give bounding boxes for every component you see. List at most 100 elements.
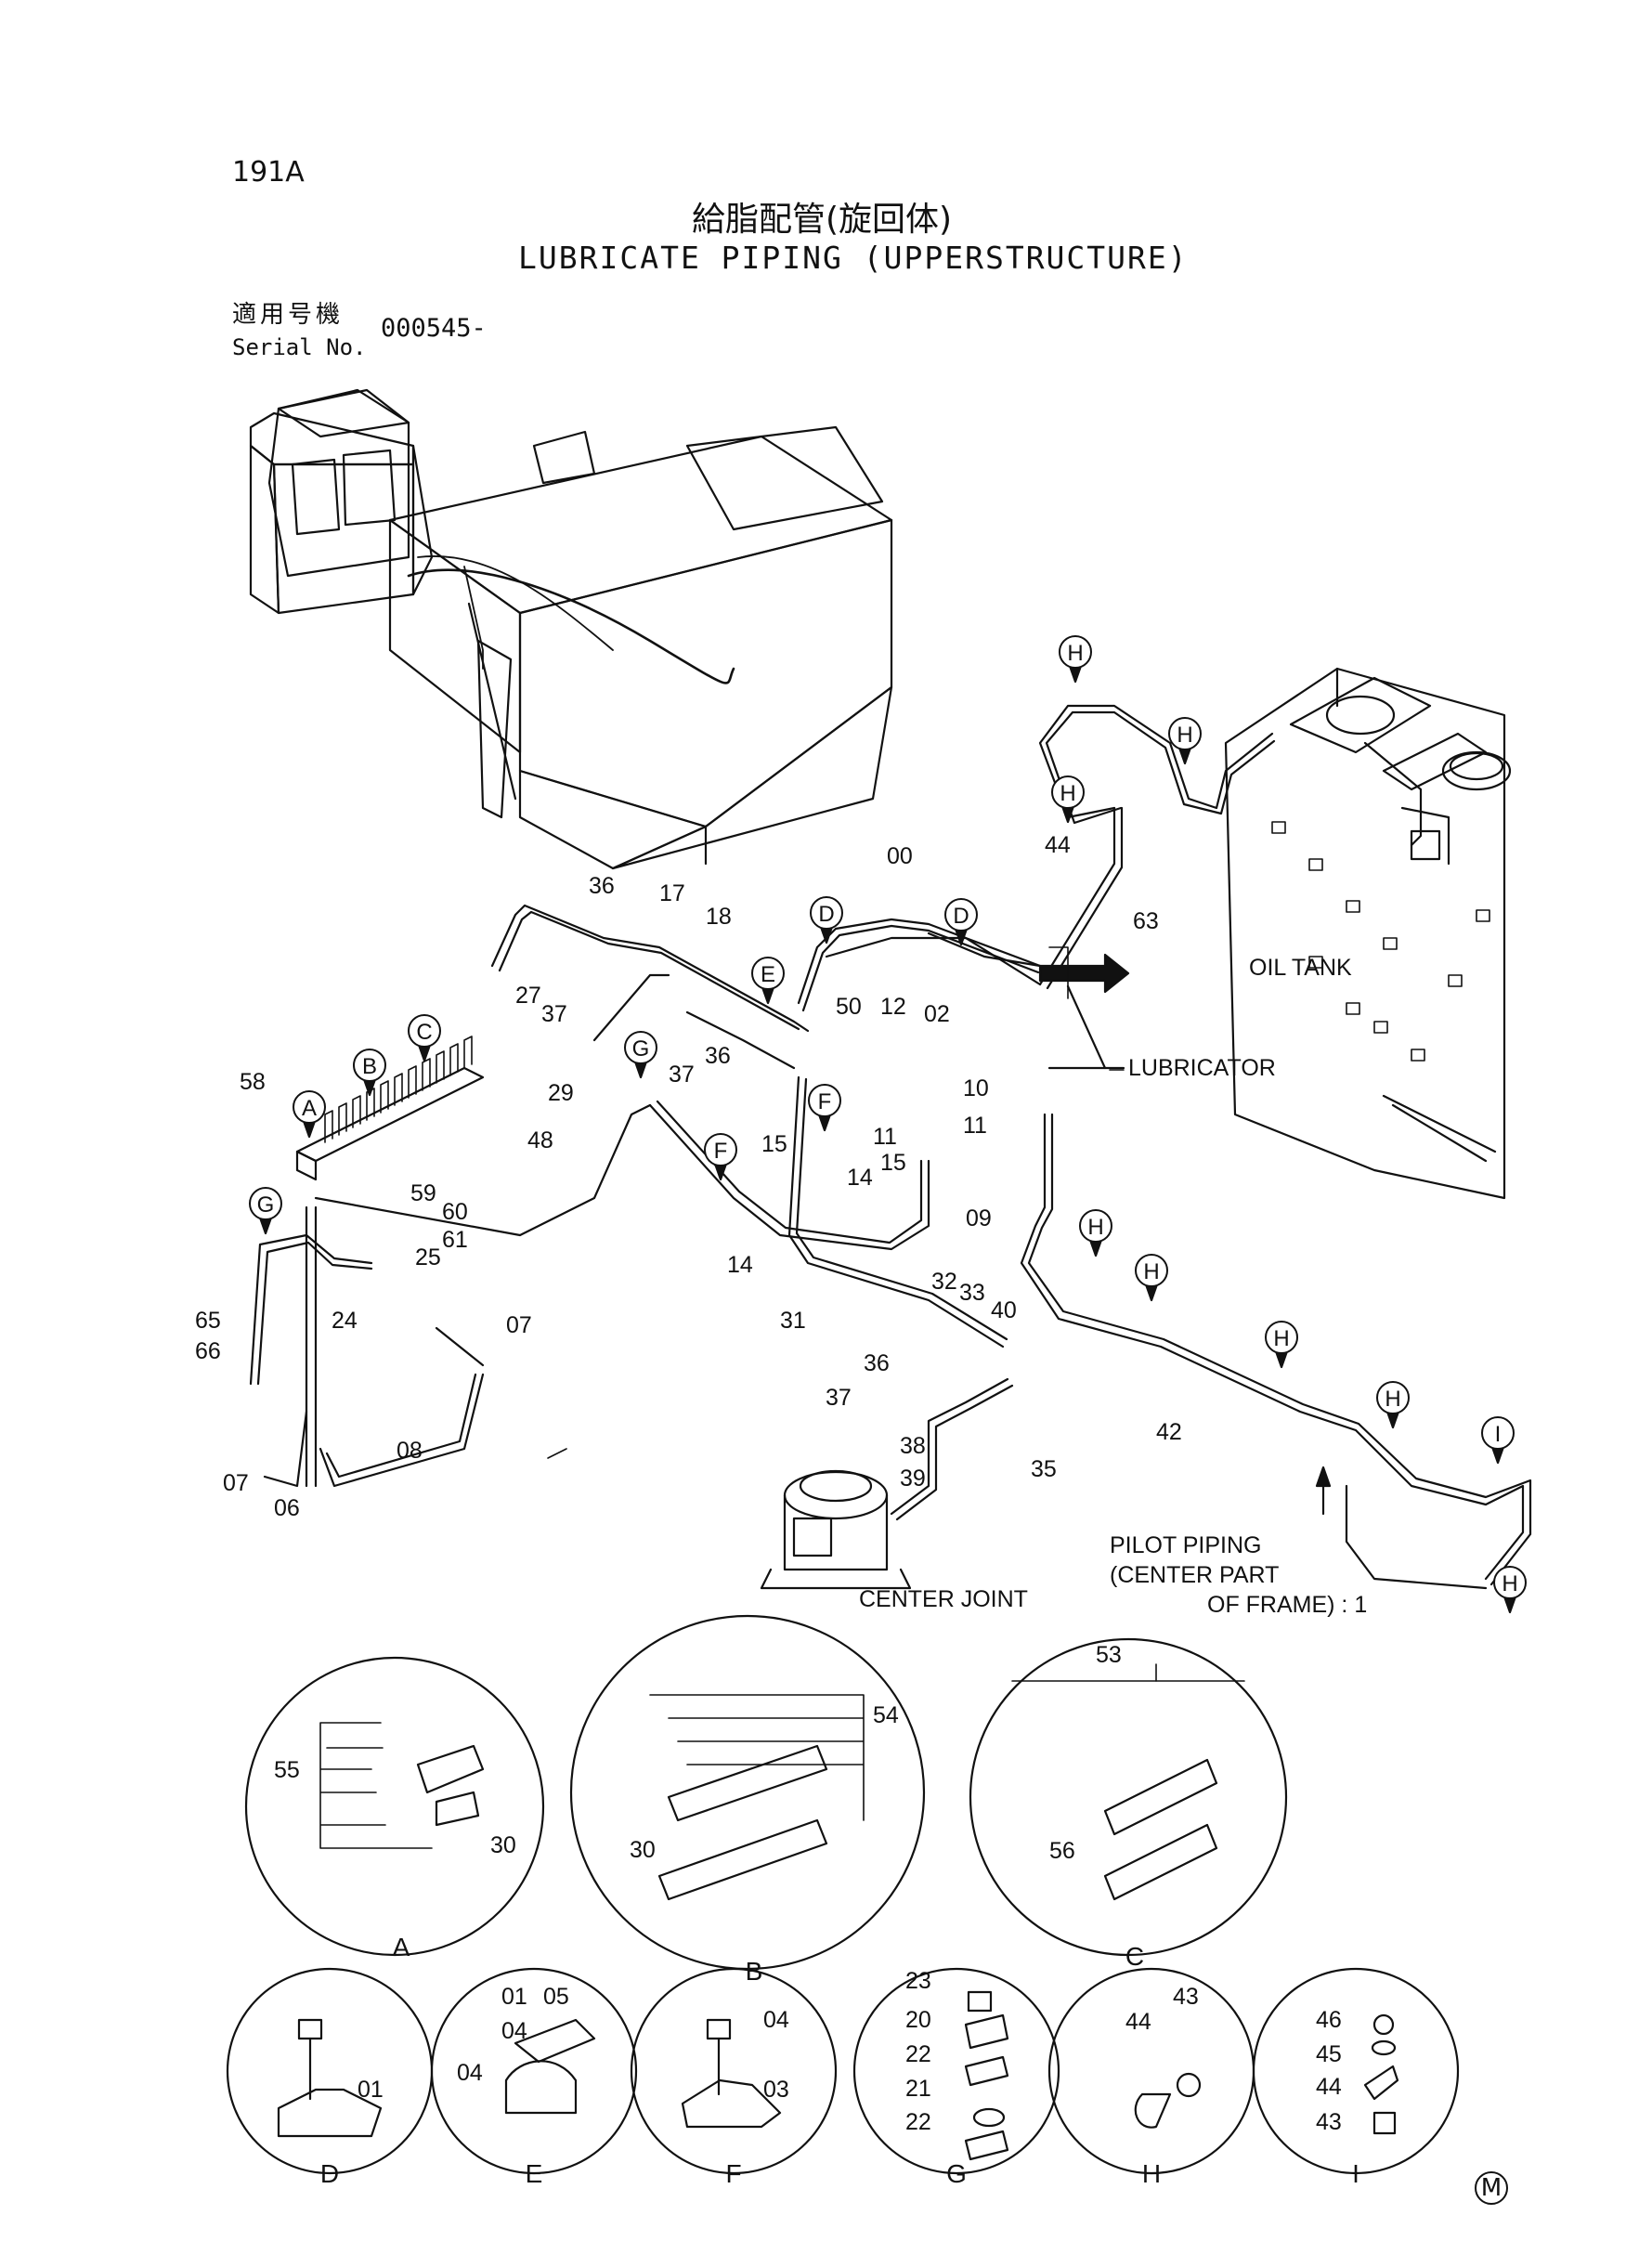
callout-h-2: H [1051, 775, 1085, 824]
title-english: LUBRICATE PIPING (UPPERSTRUCTURE) [518, 240, 1189, 276]
detail-view-b-label: B [746, 1957, 763, 1986]
part-number-43: 43 [1173, 1984, 1199, 2010]
part-number-40: 40 [991, 1297, 1017, 1323]
part-number-56: 56 [1049, 1838, 1075, 1864]
svg-text:D: D [953, 904, 969, 929]
part-number-44-3: 44 [1316, 2074, 1342, 2100]
svg-text:H: H [1502, 1571, 1517, 1596]
svg-text:H: H [1273, 1326, 1289, 1351]
machine-overview-illustration [249, 388, 893, 870]
center-joint-label: CENTER JOINT [859, 1586, 1028, 1612]
part-number-55: 55 [274, 1757, 300, 1783]
callout-f: F [808, 1084, 841, 1132]
footer-mark: M [1475, 2171, 1508, 2205]
callout-e: E [751, 957, 785, 1005]
part-number-38: 38 [900, 1433, 926, 1459]
svg-text:B: B [362, 1054, 377, 1079]
part-number-15-2: 15 [880, 1150, 906, 1176]
lubricator-arrow [1038, 953, 1130, 1070]
part-number-32: 32 [931, 1269, 957, 1295]
callout-g: G [624, 1031, 657, 1079]
part-number-27: 27 [515, 983, 541, 1009]
part-number-00: 00 [887, 843, 913, 869]
part-number-65: 65 [195, 1308, 221, 1334]
callout-h-8: H [1493, 1566, 1527, 1614]
part-number-14: 14 [847, 1165, 873, 1191]
svg-text:F: F [818, 1089, 832, 1114]
part-number-24: 24 [332, 1308, 358, 1334]
callout-c: C [408, 1014, 441, 1062]
part-number-58: 58 [240, 1069, 266, 1095]
callout-h-3: H [1168, 717, 1202, 765]
part-number-36: 36 [589, 873, 615, 899]
part-number-04-2: 04 [457, 2060, 483, 2086]
part-number-21: 21 [905, 2076, 931, 2102]
part-number-36-2: 36 [705, 1043, 731, 1069]
detail-view-f-label: F [725, 2159, 741, 2188]
svg-text:H: H [1177, 723, 1192, 748]
part-number-45: 45 [1316, 2041, 1342, 2067]
oil-tank-illustration [1224, 667, 1512, 1200]
part-number-37-3: 37 [826, 1385, 852, 1411]
part-number-44-2: 44 [1125, 2009, 1151, 2035]
part-number-20: 20 [905, 2007, 931, 2033]
part-number-22-2: 22 [905, 2109, 931, 2135]
svg-text:A: A [302, 1096, 317, 1121]
callout-g-2: G [249, 1187, 282, 1235]
svg-text:H: H [1067, 641, 1083, 666]
part-number-18: 18 [706, 904, 732, 930]
part-number-35: 35 [1031, 1456, 1057, 1482]
page-code: 191A [232, 156, 305, 189]
part-number-01: 01 [501, 1984, 527, 2010]
part-number-42: 42 [1156, 1419, 1182, 1445]
callout-h: H [1059, 635, 1092, 684]
part-number-31: 31 [780, 1308, 806, 1334]
svg-text:D: D [818, 902, 834, 927]
part-number-03: 03 [763, 2077, 789, 2103]
svg-text:E: E [761, 962, 775, 987]
part-number-04-3: 04 [763, 2007, 789, 2033]
part-number-15: 15 [761, 1131, 787, 1157]
part-number-09: 09 [966, 1205, 992, 1231]
part-number-05: 05 [543, 1984, 569, 2010]
detail-views [226, 1614, 1460, 2175]
part-number-30-2: 30 [630, 1837, 656, 1863]
svg-text:G: G [632, 1036, 650, 1062]
part-number-36-3: 36 [864, 1350, 890, 1376]
callout-f-2: F [704, 1133, 737, 1181]
callout-d: D [810, 896, 843, 945]
detail-view-c-label: C [1125, 1942, 1144, 1971]
part-number-53: 53 [1096, 1642, 1122, 1668]
svg-text:I: I [1495, 1422, 1502, 1447]
part-number-39: 39 [900, 1466, 926, 1492]
title-japanese: 給脂配管(旋回体) [692, 201, 953, 239]
part-number-54: 54 [873, 1702, 899, 1728]
detail-view-e-label: E [526, 2159, 543, 2188]
part-number-63: 63 [1133, 908, 1159, 934]
part-number-50: 50 [836, 994, 862, 1020]
part-number-61: 61 [442, 1227, 468, 1253]
callout-a: A [293, 1090, 326, 1139]
part-number-60: 60 [442, 1199, 468, 1225]
leader-lines [547, 946, 1125, 1459]
part-number-46: 46 [1316, 2007, 1342, 2033]
detail-view-d-label: D [320, 2159, 339, 2188]
svg-text:H: H [1087, 1215, 1103, 1240]
part-number-11: 11 [873, 1124, 897, 1150]
callout-b: B [353, 1049, 386, 1097]
manifold-blocks [295, 1036, 485, 1181]
callout-h-7: H [1376, 1381, 1410, 1429]
part-number-44: 44 [1045, 832, 1071, 858]
callout-h-5: H [1135, 1254, 1168, 1302]
lubricator-label: LUBRICATOR [1128, 1055, 1276, 1081]
part-number-37: 37 [541, 1001, 567, 1027]
part-number-08: 08 [397, 1438, 423, 1464]
part-number-30: 30 [490, 1832, 516, 1858]
callout-i: I [1481, 1416, 1515, 1465]
svg-text:F: F [714, 1139, 728, 1164]
svg-text:H: H [1385, 1387, 1400, 1412]
part-number-07-2: 07 [223, 1470, 249, 1496]
part-number-22: 22 [905, 2041, 931, 2067]
part-number-66: 66 [195, 1338, 221, 1364]
